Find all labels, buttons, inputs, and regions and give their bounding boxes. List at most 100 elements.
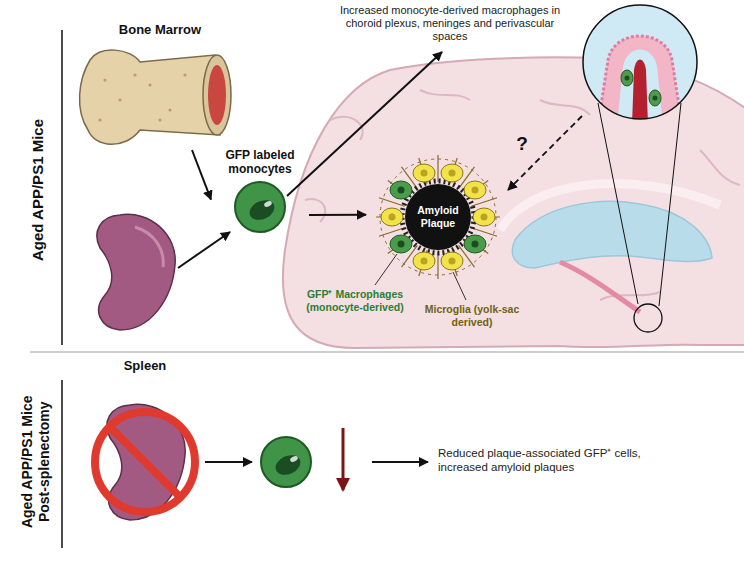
decrease-arrow (342, 428, 345, 490)
brain (598, 103, 638, 304)
monocyte (235, 182, 285, 232)
brain (634, 304, 662, 332)
bone-illustration (208, 65, 226, 125)
brain (659, 103, 681, 306)
brain (700, 150, 740, 185)
flow-arrow (309, 214, 366, 216)
plaque-cluster (413, 164, 435, 182)
plaque-cluster (380, 159, 496, 275)
plaque-cluster (389, 214, 396, 221)
plaque-cluster (405, 184, 471, 250)
spleen-illustration (135, 227, 163, 267)
bone-illustration (103, 78, 106, 81)
plaque-cluster (472, 187, 479, 194)
node-label: Amyloid Plaque (409, 204, 467, 229)
choroid-plexus-inset (617, 50, 663, 126)
plaque-cluster (390, 235, 412, 253)
spleen-illustration (97, 214, 175, 330)
plaque-cluster (449, 170, 456, 177)
bone-illustration (98, 118, 101, 121)
plaque-cluster (421, 170, 428, 177)
bone-illustration (80, 50, 220, 144)
choroid-plexus-inset (653, 96, 658, 101)
flow-arrow (192, 150, 211, 200)
leader-line (453, 272, 466, 300)
monocyte-node: GFP labeled monocytes (211, 148, 309, 234)
plaque-cluster (398, 241, 405, 248)
monocyte (261, 437, 311, 487)
node-label: GFP labeled monocytes (215, 148, 305, 177)
monocyte (263, 200, 272, 208)
plaque-cluster (441, 164, 463, 182)
brain (420, 90, 470, 100)
brain (540, 100, 590, 115)
brain (305, 199, 325, 222)
flow-arrow (178, 52, 442, 268)
section-bracket (30, 352, 744, 353)
flow-arrow (205, 462, 428, 463)
plaque-cluster (481, 214, 488, 221)
plaque-cluster (449, 258, 456, 265)
bone-illustration (183, 73, 186, 76)
brain (330, 117, 363, 140)
label-slot: Aged APP/PS1 Mice (29, 40, 47, 340)
monocyte (235, 182, 285, 232)
choroid-plexus-inset (632, 60, 648, 126)
bone-illustration (133, 73, 136, 76)
node-label: Bone Marrow (119, 22, 201, 38)
bone-illustration (203, 55, 231, 135)
bone-illustration (158, 118, 161, 121)
plaque-cluster (464, 181, 486, 199)
question-mark: ? (513, 133, 531, 156)
brain (512, 201, 712, 268)
label-slot: Increased monocyte-derived macrophages i… (332, 4, 568, 44)
choroid-plexus-inset (583, 5, 697, 119)
plaque-cluster (398, 187, 405, 194)
decrease-arrow (343, 428, 344, 490)
monocyte (272, 451, 303, 478)
plaque-cluster (402, 181, 474, 253)
bone-illustration (168, 108, 171, 111)
section-title: Aged APP/PS1 Mice Post-splenectomy (19, 382, 53, 542)
plaque-cluster (473, 208, 495, 226)
bone-illustration (148, 83, 151, 86)
node-label: Spleen (124, 358, 167, 374)
flow-arrow (205, 461, 252, 463)
plaque-cluster (390, 181, 412, 199)
spleen-removed (95, 412, 195, 512)
flow-arrow (287, 52, 442, 196)
label-slot: ? (513, 133, 531, 156)
choroid-plexus-inset (625, 76, 630, 81)
label-slot: Aged APP/PS1 Mice Post-splenectomy (19, 382, 53, 542)
choroid-plexus-inset (621, 70, 633, 86)
bone-illustration (118, 98, 121, 101)
flow-arrow (372, 461, 428, 463)
plaque-cluster (413, 252, 435, 270)
plaque-cluster (421, 258, 428, 265)
finding-note: Reduced plaque-associated GFP⁺ cells, in… (438, 447, 693, 475)
cell-label: GFP⁺ Macrophages (monocyte-derived) (295, 288, 415, 313)
bone-marrow-node: Bone Marrow (80, 22, 240, 150)
section-bracket (61, 30, 63, 345)
plaque-cluster (464, 235, 486, 253)
choroid-plexus-inset (583, 5, 697, 125)
plaque-cluster (441, 252, 463, 270)
brain (560, 262, 640, 312)
finding-note: Increased monocyte-derived macrophages i… (332, 4, 568, 44)
amyloid-plaque-node: Amyloid Plaque (366, 160, 510, 274)
label-slot: Microglia (yolk-sac derived) (416, 303, 528, 328)
flow-arrow (178, 232, 230, 268)
label-slot: GFP⁺ Macrophages (monocyte-derived) (295, 288, 415, 313)
label-slot: Reduced plaque-associated GFP⁺ cells, in… (438, 447, 693, 475)
leader-line (375, 254, 397, 285)
spleen-node: Spleen (85, 358, 205, 518)
cell-label: Microglia (yolk-sac derived) (416, 303, 528, 328)
spleen-illustration (97, 214, 175, 330)
question-arrow (508, 116, 582, 190)
section-title: Aged APP/PS1 Mice (29, 40, 47, 340)
monocyte (246, 196, 277, 223)
bone-illustration (80, 50, 231, 144)
